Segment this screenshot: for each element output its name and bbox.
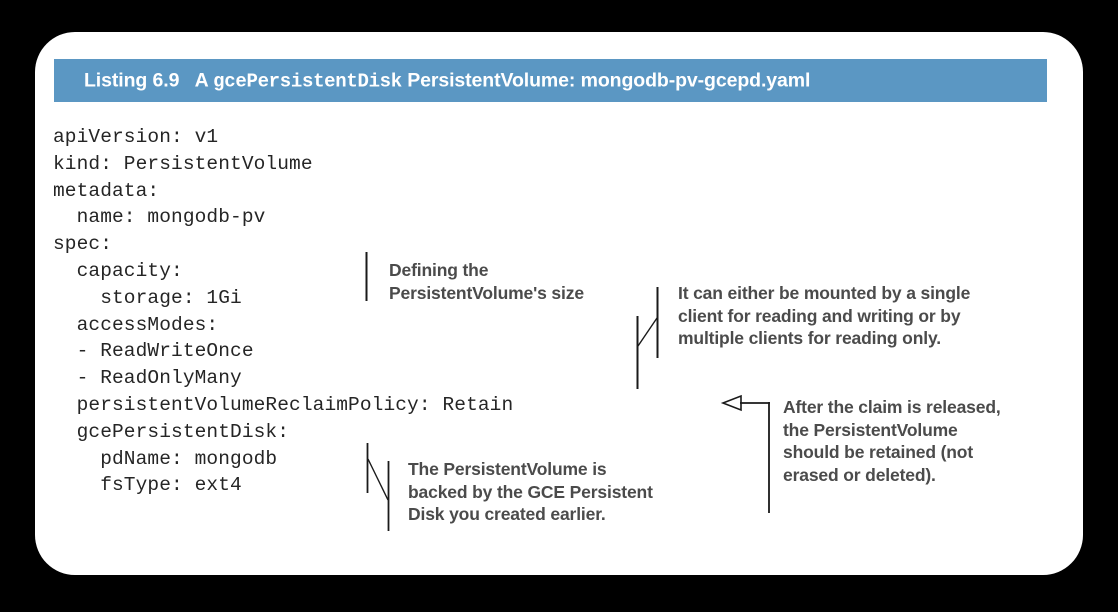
caption-spacer (179, 69, 194, 91)
caption-rest: PersistentVolume: mongodb-pv-gcepd.yaml (401, 69, 811, 91)
caption-article: A (194, 69, 214, 91)
caption-code-term: gcePersistentDisk (213, 70, 402, 92)
yaml-code-block: apiVersion: v1 kind: PersistentVolume me… (53, 126, 514, 497)
annotation-reclaim-policy: After the claim is released, the Persist… (783, 397, 1001, 485)
annotation-gce-persistent-disk: The PersistentVolume is backed by the GC… (408, 459, 653, 524)
listing-caption-text: Listing 6.9 A gcePersistentDisk Persiste… (84, 69, 810, 92)
annotation-access-modes: It can either be mounted by a single cli… (678, 283, 971, 348)
listing-number-label: Listing 6.9 (84, 69, 180, 91)
annotation-capacity: Defining the PersistentVolume's size (389, 260, 584, 303)
listing-card (35, 32, 1083, 575)
listing-caption-bar: Listing 6.9 A gcePersistentDisk Persiste… (54, 59, 1047, 102)
